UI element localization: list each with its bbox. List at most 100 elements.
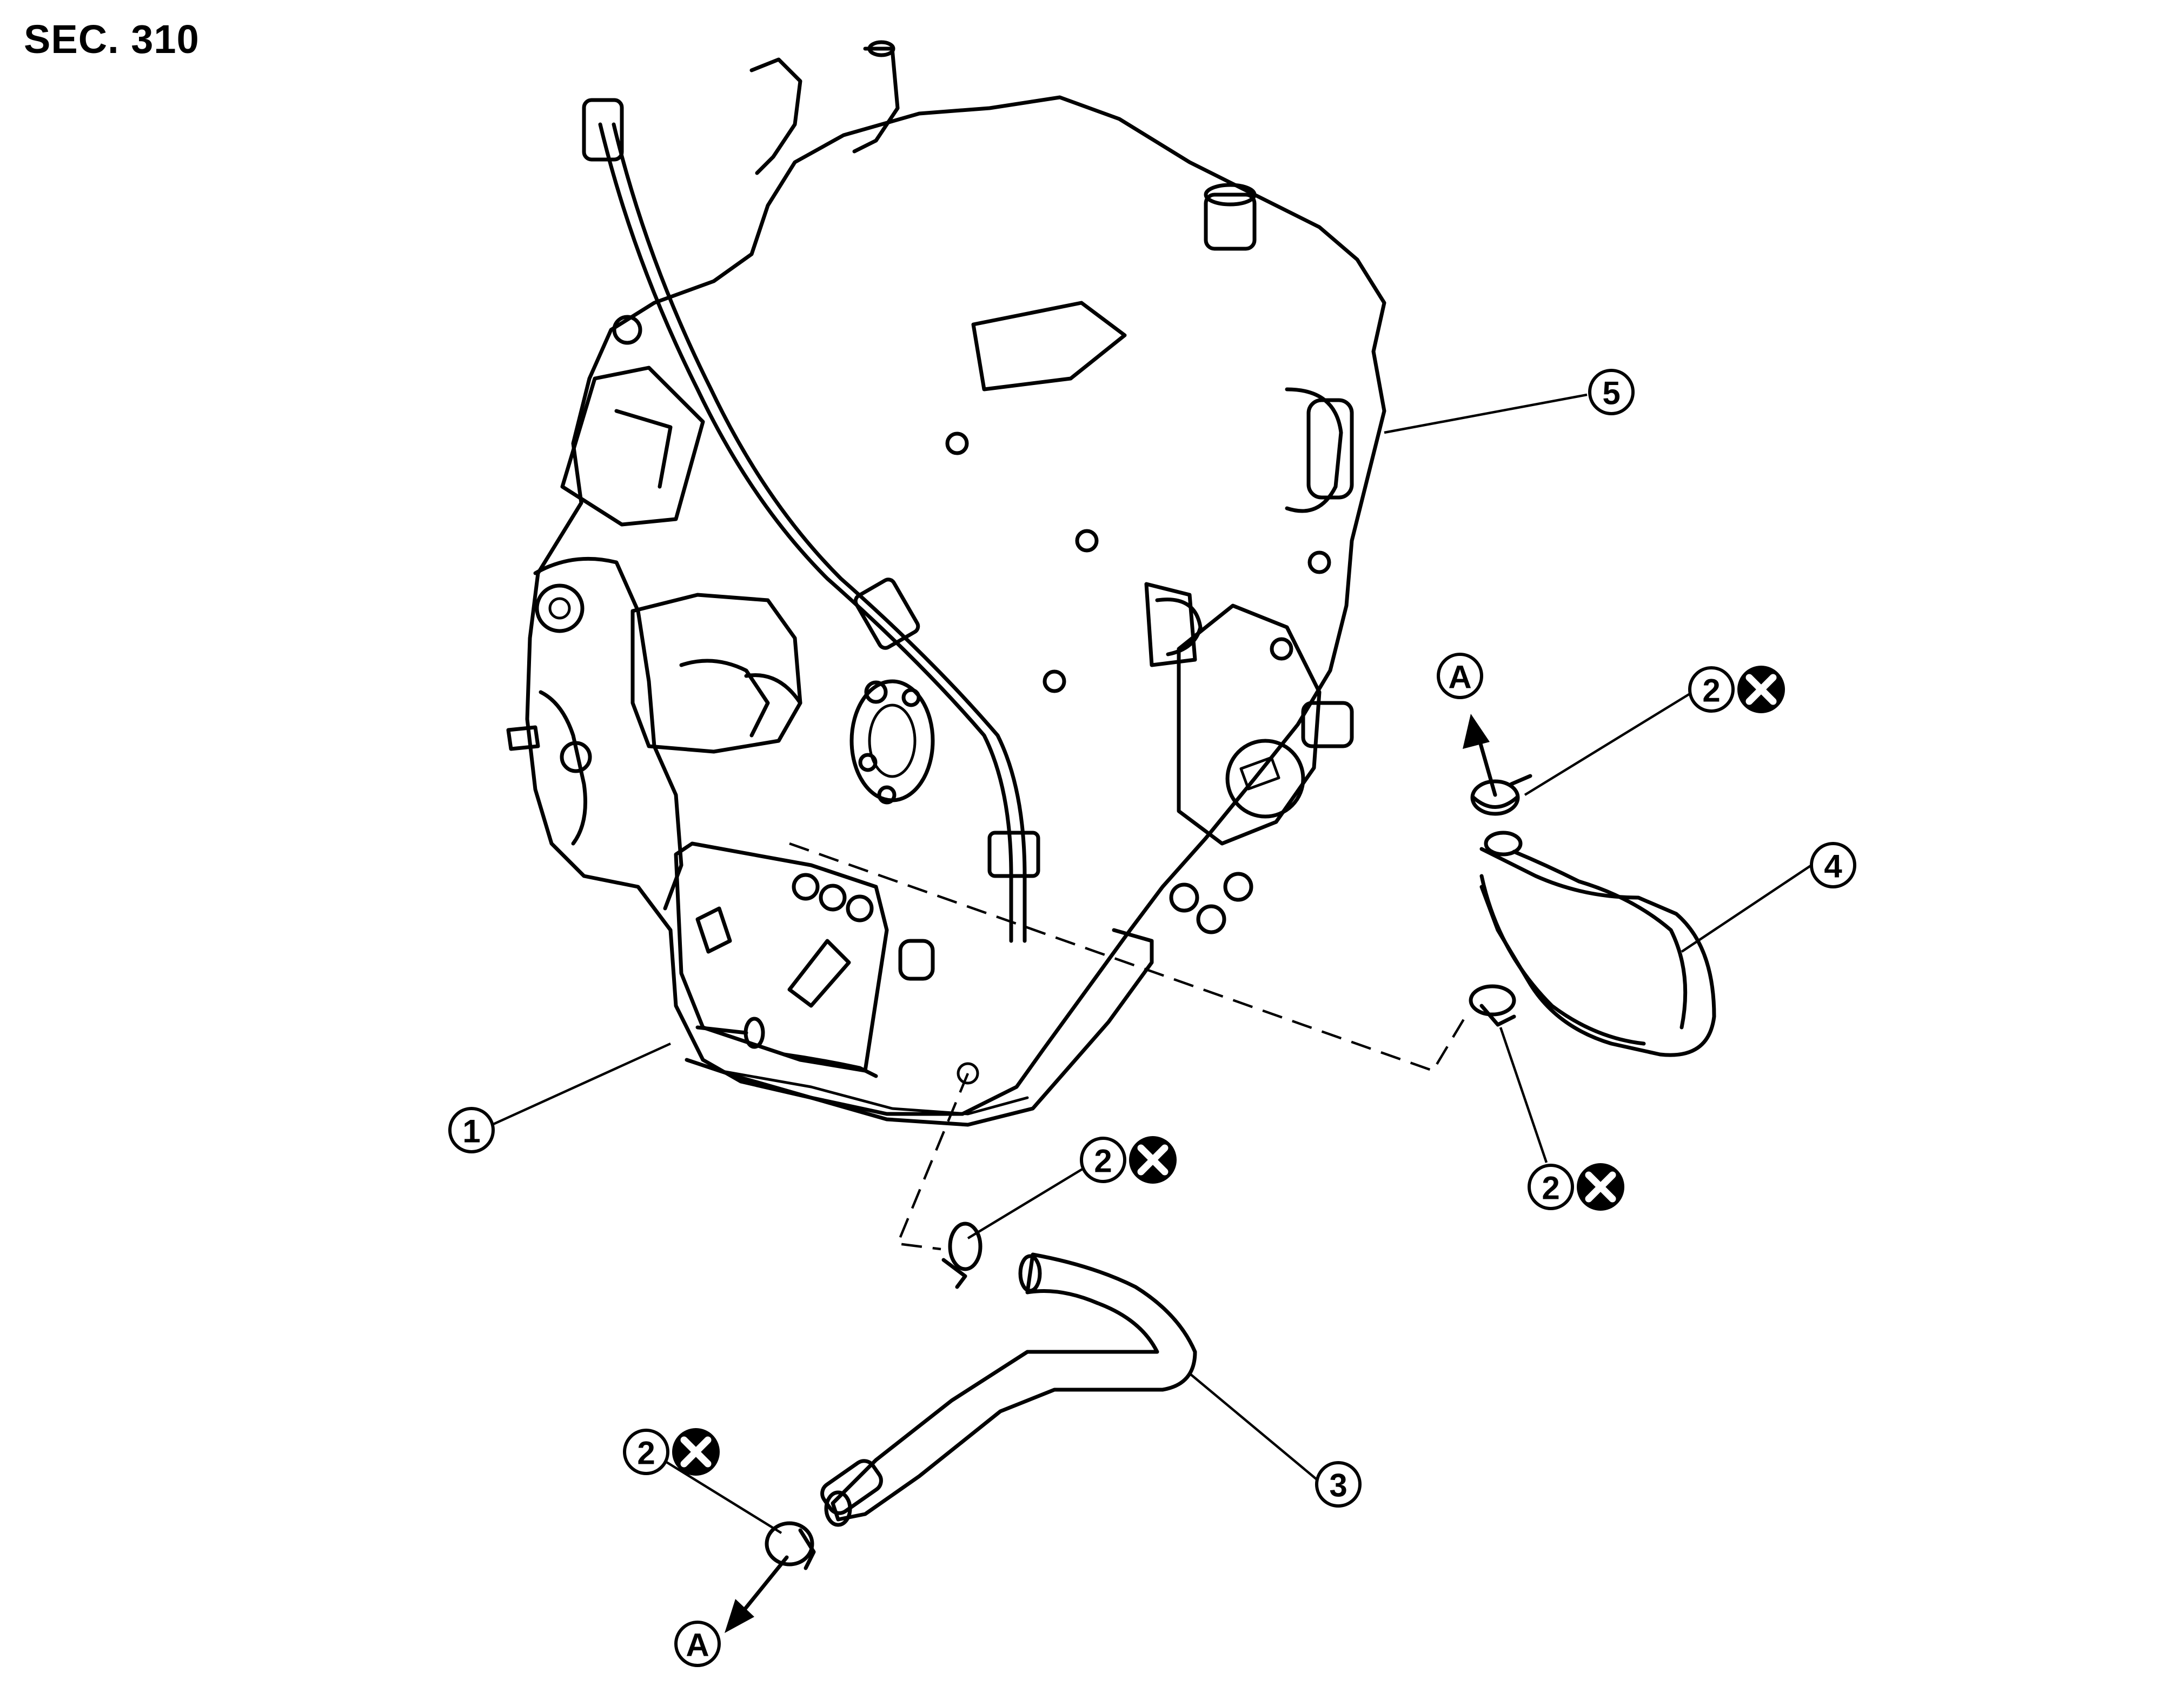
dowel-pin <box>560 741 592 773</box>
reference-arrows <box>725 714 1497 1633</box>
level-gauge-tube <box>598 122 1013 943</box>
arrow-up-shaft <box>1477 736 1497 797</box>
callout-assembly-number: 5 <box>1602 375 1620 412</box>
connector <box>695 906 732 954</box>
leader-clamp-bottom <box>653 1454 782 1534</box>
upper-port <box>1204 193 1257 251</box>
leader-hose-lower <box>1189 1372 1320 1483</box>
callout-assembly: 5 <box>1588 369 1635 415</box>
reference-mark-upper-letter: A <box>1448 659 1471 695</box>
clamp-middle <box>1469 984 1516 1027</box>
arrow-up-head <box>1463 714 1490 749</box>
case-bolt <box>1270 637 1293 661</box>
hose-upper-inner <box>1512 849 1688 1030</box>
leader-lines <box>492 393 1813 1534</box>
case-bolt <box>1043 669 1066 693</box>
leader-clamp-middle <box>1499 1027 1548 1163</box>
section-label: SEC. 310 <box>24 17 200 62</box>
flange-bolt <box>858 753 878 772</box>
valve-body-bolt <box>846 894 874 922</box>
tube-cap <box>582 98 624 162</box>
reference-mark-lower: A <box>674 1621 721 1667</box>
hose-upper-end <box>1484 831 1523 857</box>
pipe-stub-end <box>744 1017 765 1049</box>
reference-mark-lower-letter: A <box>686 1627 709 1663</box>
arrow-down-head <box>725 1599 754 1633</box>
valve-body-bolt <box>819 884 847 912</box>
level-gauge-tube-edge <box>612 122 1027 943</box>
bell-housing <box>533 556 683 911</box>
routing-line-upper-hose <box>789 842 1466 1072</box>
leader-clamp-top <box>1524 691 1694 796</box>
lower-pipe-port <box>957 1062 979 1085</box>
callout-hose-lower-number: 3 <box>1329 1468 1347 1504</box>
case-bolt <box>945 432 969 455</box>
oil-port-boss <box>1155 598 1203 656</box>
callout-clamp-middle: 2 <box>1528 1163 1624 1211</box>
side-bolt <box>1196 904 1226 934</box>
hose-clamps <box>765 774 1532 1570</box>
valve-body-cover <box>674 841 889 1073</box>
callout-transaxle: 1 <box>448 1107 495 1153</box>
oil-pan-flange <box>718 1069 1029 1116</box>
hose-lower-end-top <box>1018 1254 1042 1293</box>
cooler-fitting <box>1306 398 1354 500</box>
stud-bolt <box>506 725 540 751</box>
side-cover-slot <box>1239 756 1280 791</box>
hose-lower-outline <box>831 1252 1197 1522</box>
side-cover-boss <box>1225 739 1305 819</box>
valve-body-bolt <box>792 873 820 901</box>
callout-hose-lower: 3 <box>1315 1461 1362 1508</box>
callout-clamp-bottom-number: 2 <box>637 1435 655 1471</box>
case-bolt <box>1307 550 1331 574</box>
housing-boss-hole <box>548 597 571 620</box>
x-circle-icon <box>1577 1163 1624 1211</box>
transaxle-housing <box>525 95 1386 1116</box>
side-cover <box>1177 603 1322 846</box>
sensor-boss <box>612 315 642 345</box>
starter-motor <box>630 593 802 754</box>
callout-hose-upper-number: 4 <box>1824 848 1842 885</box>
breather-pipe <box>852 47 900 154</box>
clamp-top <box>1470 774 1532 816</box>
side-fitting <box>1301 701 1354 748</box>
callout-clamp-top-number: 2 <box>1702 673 1720 709</box>
callout-hose-upper: 4 <box>1810 842 1856 888</box>
hose-upper-outline <box>1479 847 1716 1057</box>
leader-transaxle <box>492 1042 671 1126</box>
callout-clamp-lower: 2 <box>1080 1136 1177 1184</box>
oil-pan <box>685 928 1154 1127</box>
hose-lower-end-bottom <box>824 1490 852 1527</box>
callout-clamp-lower-number: 2 <box>1094 1143 1112 1179</box>
side-bolt <box>1169 882 1199 913</box>
leader-clamp-lower <box>967 1167 1085 1239</box>
reference-mark-upper: A <box>1437 653 1483 699</box>
flange-cover-inner <box>868 704 917 778</box>
leader-assembly <box>1384 393 1588 434</box>
hose-upper <box>1479 831 1716 1057</box>
upper-bracket <box>749 57 802 175</box>
harness-bracket <box>787 939 851 1008</box>
control-valve-housing <box>971 301 1127 391</box>
tube-clip <box>853 578 920 650</box>
callout-clamp-bottom: 2 <box>623 1428 720 1476</box>
hose-lower <box>820 1252 1197 1527</box>
callout-clamp-middle-number: 2 <box>1542 1170 1559 1206</box>
flange-bolt <box>877 785 897 805</box>
bell-housing-rib <box>539 690 587 846</box>
case-bolt <box>864 680 888 704</box>
x-circle-icon <box>672 1428 720 1476</box>
breather-cap <box>867 40 895 57</box>
pipe-stub <box>695 1025 748 1035</box>
cooler-port <box>1285 387 1343 513</box>
tube-bracket <box>987 831 1040 878</box>
solenoid-housing <box>560 366 705 527</box>
flange-bolt <box>901 688 921 707</box>
routing-lines <box>789 842 1466 1251</box>
solenoid-connector <box>614 409 673 489</box>
plug <box>898 939 935 981</box>
housing-boss <box>535 583 585 633</box>
side-bracket <box>1144 582 1197 667</box>
arrow-down-shaft <box>739 1555 789 1616</box>
